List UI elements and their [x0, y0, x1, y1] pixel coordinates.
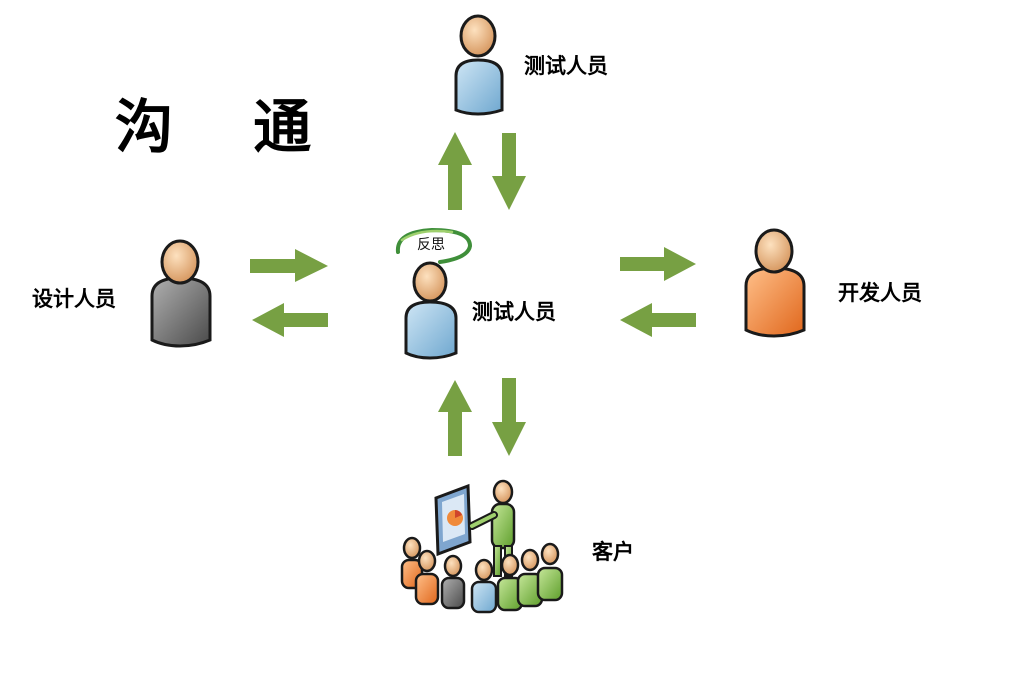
- person-icon-developer: [744, 228, 806, 338]
- audience-group-icon: [400, 536, 564, 614]
- reflection-badge-label: 反思: [417, 237, 445, 253]
- label-center-tester: 测试人员: [472, 300, 556, 324]
- arrow-up-center-to-top: [438, 132, 472, 210]
- diagram-title: 沟 通: [115, 93, 342, 161]
- presentation-board-icon: [434, 483, 472, 557]
- person-icon-center-tester: [404, 261, 458, 360]
- audience-person-7: [536, 542, 564, 602]
- reflection-swirl-icon: [395, 227, 473, 264]
- arrow-up-client-to-center: [438, 380, 472, 456]
- arrow-right-designer-to-center: [250, 249, 328, 282]
- label-designer: 设计人员: [32, 287, 116, 311]
- person-icon-top-tester: [454, 14, 504, 116]
- arrow-left-center-to-designer: [252, 303, 328, 337]
- label-developer: 开发人员: [838, 281, 922, 305]
- label-top-tester: 测试人员: [524, 54, 608, 78]
- audience-person-3: [440, 554, 466, 610]
- arrow-left-developer-to-center: [620, 303, 696, 337]
- arrow-right-center-to-developer: [620, 247, 696, 281]
- audience-person-2: [414, 549, 440, 606]
- audience-person-4: [470, 558, 498, 614]
- arrow-down-top-to-center: [492, 133, 526, 210]
- label-client: 客户: [592, 540, 634, 564]
- arrow-down-center-to-client: [492, 378, 526, 456]
- person-icon-designer: [150, 239, 212, 348]
